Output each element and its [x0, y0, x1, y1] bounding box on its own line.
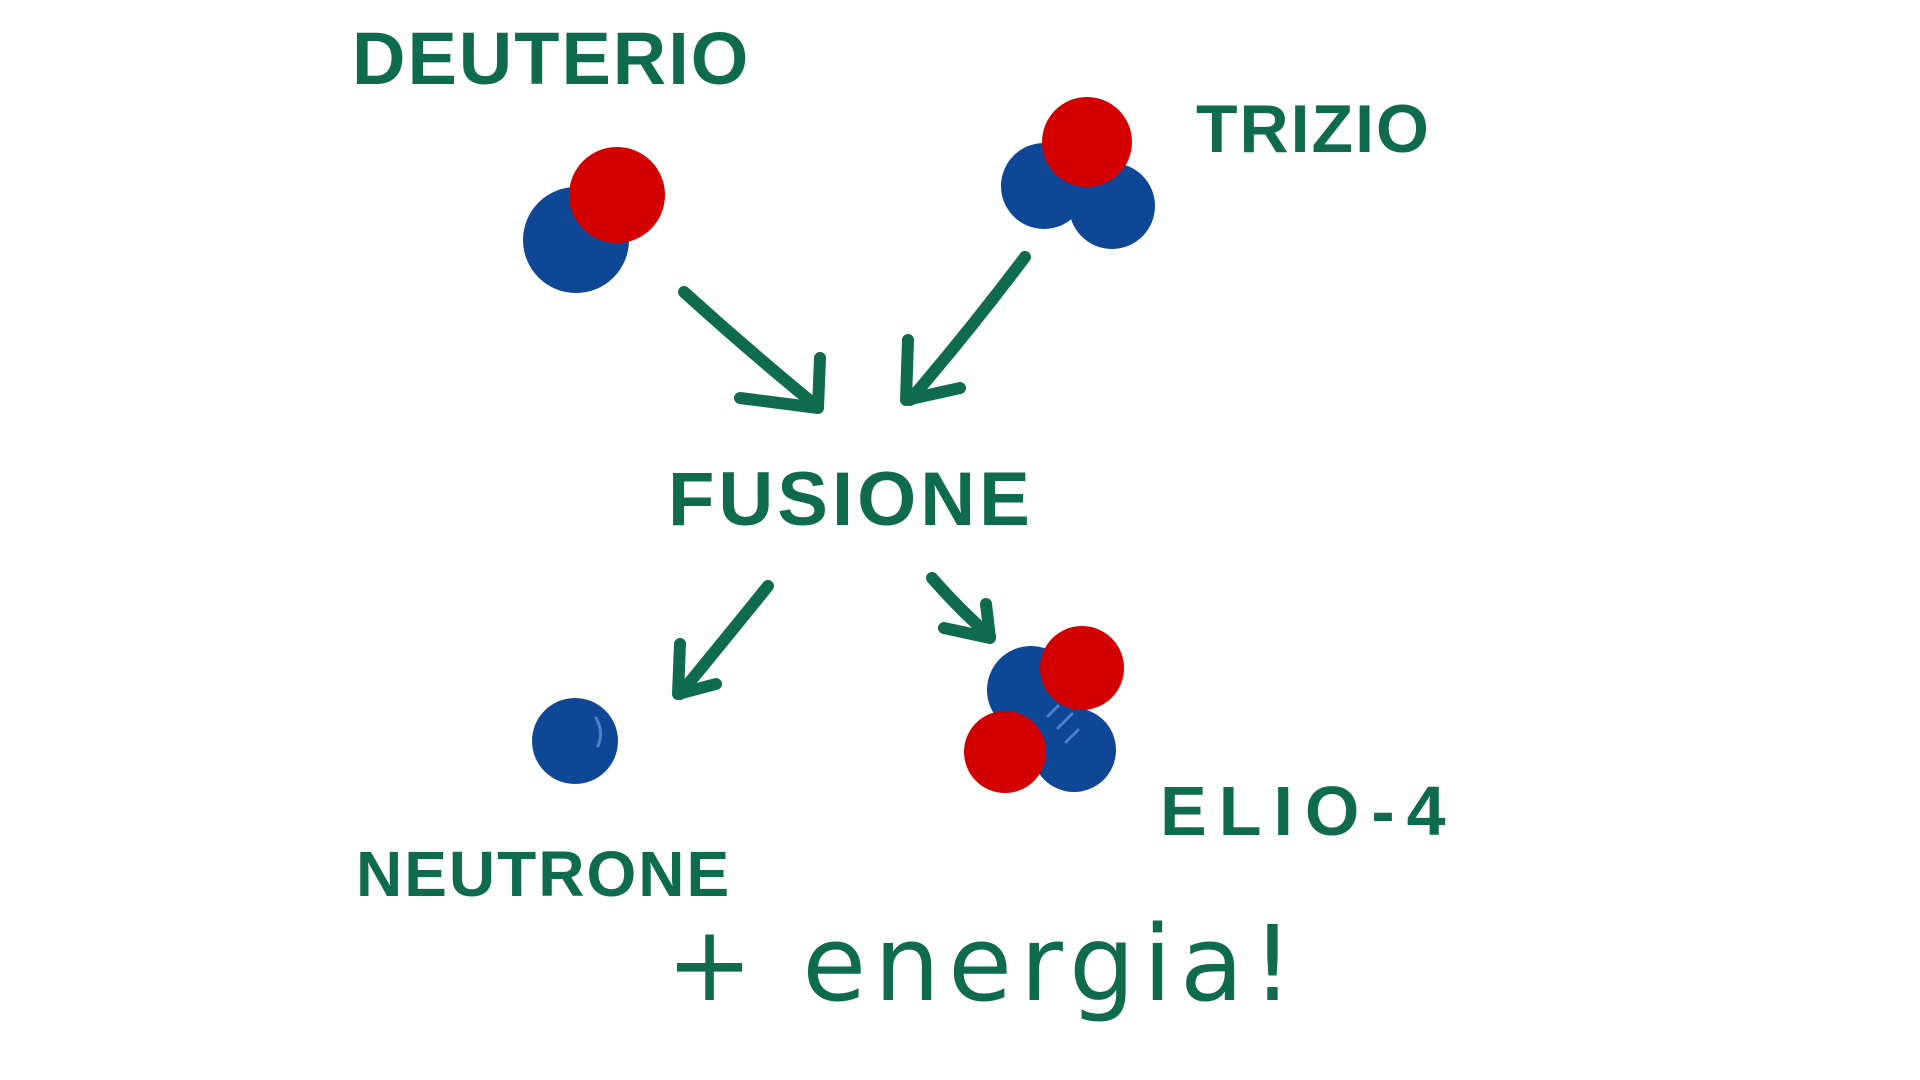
arrow-trizio-head: [900, 334, 966, 406]
deuterio-proton: [569, 147, 665, 243]
neutrone-particle: [532, 698, 618, 784]
elio-neutron-bottom: [1032, 708, 1116, 792]
elio-proton-top: [1040, 626, 1124, 710]
arrow-deuterio-to-fusione: [678, 286, 826, 414]
arrow-elio-head: [938, 598, 996, 644]
arrow-fusione-to-elio: [926, 572, 996, 644]
arrow-trizio-to-fusione: [900, 251, 1031, 406]
arrow-deuterio-shaft: [678, 286, 820, 410]
arrow-fusione-to-neutrone: [672, 580, 774, 700]
arrow-neutrone-shaft: [674, 580, 774, 700]
trizio-nucleus: [1001, 97, 1155, 249]
arrow-deuterio-head: [734, 352, 826, 414]
fusione-label: FUSIONE: [668, 457, 1034, 542]
deuterio-nucleus: [523, 147, 665, 293]
deuterio-label: DEUTERIO: [352, 17, 751, 100]
elio-nucleus: [964, 626, 1124, 793]
neutrone-shine: [594, 716, 603, 748]
trizio-label: TRIZIO: [1196, 91, 1431, 167]
arrow-neutrone-head: [672, 638, 722, 700]
elio-shine: [1046, 704, 1080, 744]
neutrone-label: NEUTRONE: [356, 838, 732, 910]
elio-proton-bottom: [964, 711, 1046, 793]
energia-label: + energia!: [666, 903, 1302, 1025]
arrow-trizio-shaft: [904, 251, 1031, 406]
elio-label: ELIO-4: [1160, 772, 1458, 850]
neutrone-neutron: [532, 698, 618, 784]
trizio-proton: [1042, 97, 1132, 187]
